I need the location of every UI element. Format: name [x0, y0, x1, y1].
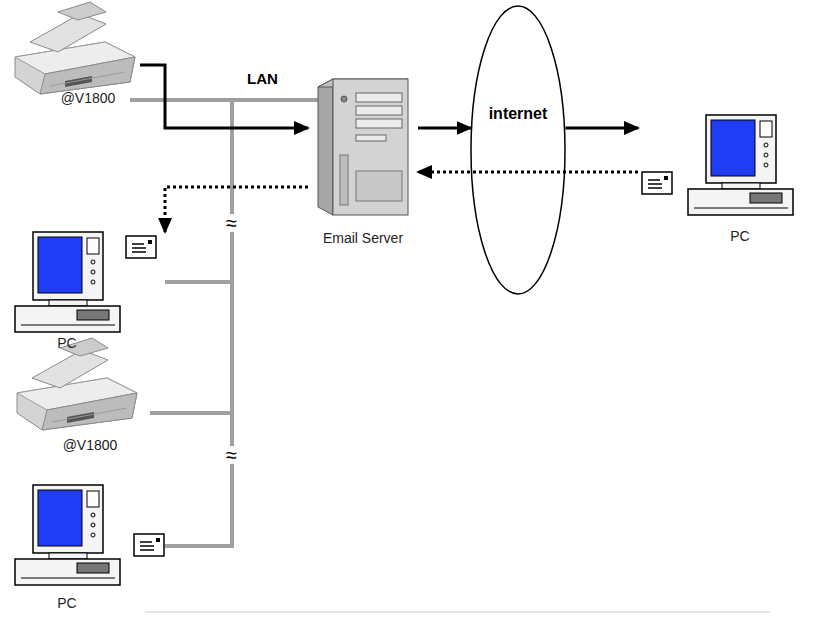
send-mail-arrow [418, 127, 471, 130]
pc-icon [15, 232, 120, 332]
pc-node: PC [638, 100, 793, 245]
device-label: Email Server [323, 230, 403, 247]
return-mail-arrow [165, 187, 308, 232]
send-mail-arrow [565, 127, 638, 130]
pc-icon [15, 485, 120, 585]
lan-bus [130, 100, 320, 548]
break-symbol: ≈ [225, 446, 238, 464]
pc-icon [688, 115, 793, 215]
envelope-icon [134, 534, 164, 556]
send-mail-arrow [140, 65, 308, 128]
device-label: PC [57, 595, 76, 612]
scanner-node: @V1800 [10, 0, 140, 112]
pc-node: PC [15, 482, 170, 617]
device-label: internet [489, 105, 548, 122]
ellipse-outline [470, 5, 566, 295]
return-mail-arrow [418, 171, 638, 174]
device-label: @V1800 [63, 437, 118, 454]
envelope-icon [126, 236, 156, 258]
break-symbol: ≈ [225, 214, 238, 232]
scanner-icon [15, 2, 135, 94]
internet-ellipse: internet [470, 5, 566, 295]
network-label: LAN [247, 70, 278, 88]
envelope-icon [642, 172, 672, 194]
server-node: Email Server [308, 75, 418, 255]
server-icon [318, 79, 408, 215]
device-label: PC [730, 228, 749, 245]
ellipse-shape [471, 6, 565, 294]
bottom-rule [145, 612, 770, 613]
device-label: PC [57, 335, 76, 352]
device-label: @V1800 [61, 90, 116, 107]
scanner-icon [17, 338, 137, 430]
scanner-node: @V1800 [10, 335, 140, 457]
pc-node: PC [15, 232, 160, 352]
